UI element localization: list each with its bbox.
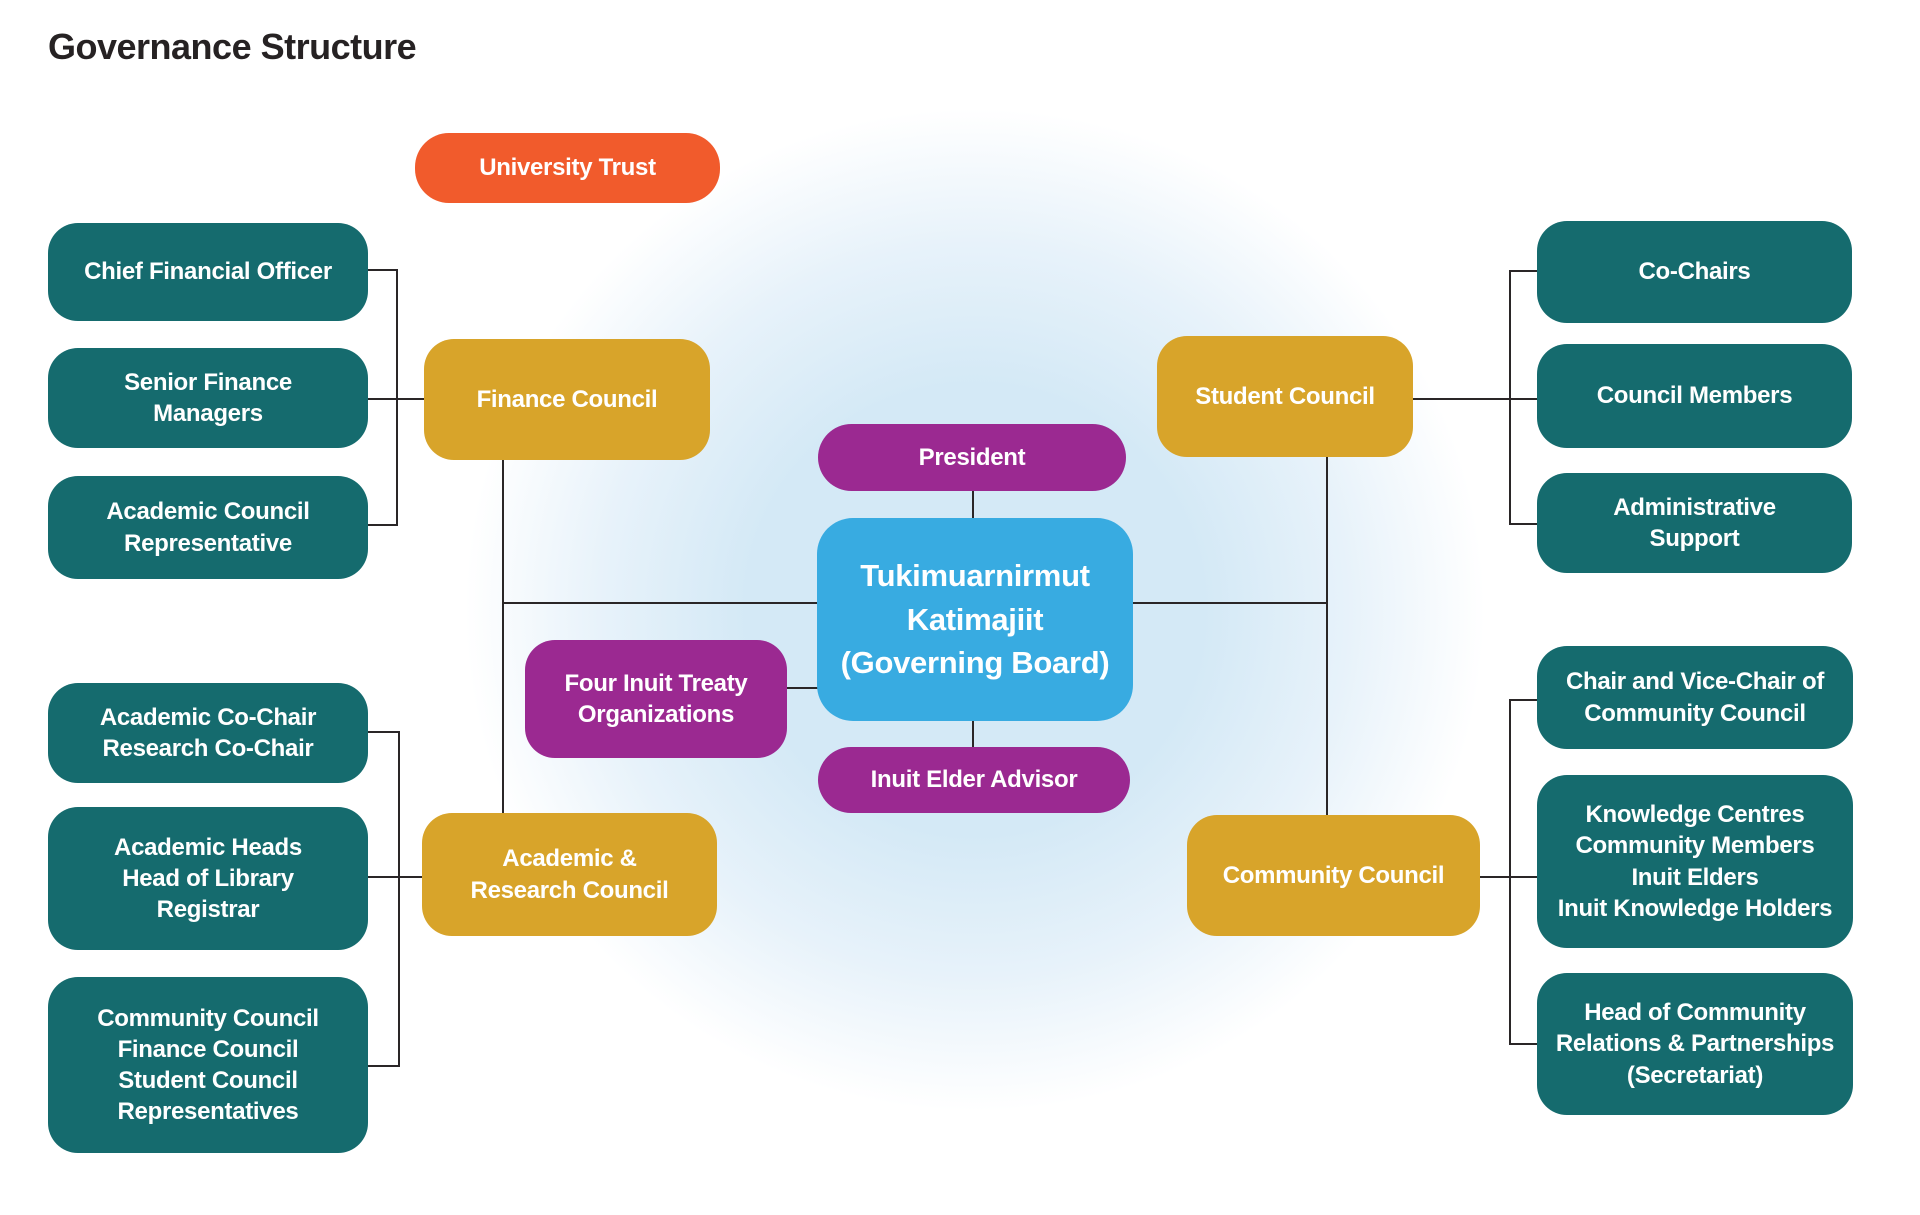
connector-treaty-to-board — [786, 687, 818, 689]
connector-head-community-stub — [1509, 1043, 1537, 1045]
node-finance-council: Finance Council — [424, 339, 710, 460]
connector-student-council-to-members — [1413, 398, 1537, 400]
node-academic-research-cochairs: Academic Co-Chair Research Co-Chair — [48, 683, 368, 783]
node-inuit-elder-advisor: Inuit Elder Advisor — [818, 747, 1130, 813]
node-label: Finance Council — [476, 385, 658, 413]
connector-finance-to-academic-vertical — [502, 459, 504, 814]
connector-academic-cochair-stub — [368, 731, 400, 733]
node-governing-board: Tukimuarnirmut Katimajiit (Governing Boa… — [817, 518, 1133, 721]
connector-board-to-elder-advisor — [972, 720, 974, 748]
connector-left-bottom-vertical — [398, 732, 400, 1067]
node-label: Academic Council Representative — [106, 498, 310, 557]
connector-board-to-right — [1132, 602, 1328, 604]
node-label: Four Inuit Treaty Organizations — [564, 669, 748, 728]
node-label: Student Council — [1195, 382, 1375, 410]
connector-president-to-board — [972, 490, 974, 519]
node-label: Tukimuarnirmut Katimajiit (Governing Boa… — [840, 558, 1110, 681]
node-label: Chair and Vice-Chair of Community Counci… — [1565, 668, 1825, 727]
node-knowledge-centres-members: Knowledge Centres Community Members Inui… — [1537, 775, 1853, 948]
connector-right-top-vertical — [1509, 270, 1511, 525]
node-university-trust: University Trust — [415, 133, 720, 203]
connector-senior-finance-to-finance-council — [368, 398, 425, 400]
node-label: Academic Heads Head of Library Registrar — [114, 833, 302, 924]
connector-academic-rep-stub — [368, 524, 398, 526]
node-administrative-support: Administrative Support — [1537, 473, 1852, 573]
connector-council-reps-stub — [368, 1065, 400, 1067]
node-four-inuit-treaty-organizations: Four Inuit Treaty Organizations — [525, 640, 787, 758]
node-label: Knowledge Centres Community Members Inui… — [1557, 801, 1833, 922]
node-chief-financial-officer: Chief Financial Officer — [48, 223, 368, 321]
node-label: Academic & Research Council — [470, 845, 669, 904]
connector-cfo-stub — [368, 269, 398, 271]
node-chair-vice-chair-community-council: Chair and Vice-Chair of Community Counci… — [1537, 646, 1853, 749]
node-council-members: Council Members — [1537, 344, 1852, 448]
node-academic-heads: Academic Heads Head of Library Registrar — [48, 807, 368, 950]
node-co-chairs: Co-Chairs — [1537, 221, 1852, 323]
node-label: Chief Financial Officer — [84, 258, 332, 286]
node-label: Senior Finance Managers — [124, 368, 292, 427]
node-label: Community Council Finance Council Studen… — [97, 1004, 319, 1126]
node-label: Academic Co-Chair Research Co-Chair — [99, 703, 317, 762]
node-label: Co-Chairs — [1638, 258, 1751, 286]
node-community-council: Community Council — [1187, 815, 1480, 936]
node-label: Administrative Support — [1613, 493, 1776, 552]
connector-left-to-governing-board — [502, 602, 819, 604]
node-label: Council Members — [1596, 382, 1793, 410]
connector-chair-vicechair-stub — [1509, 699, 1537, 701]
node-president: President — [818, 424, 1126, 491]
node-student-council: Student Council — [1157, 336, 1413, 457]
node-label: University Trust — [479, 154, 656, 182]
node-academic-council-representative: Academic Council Representative — [48, 476, 368, 579]
connector-student-to-community-vertical — [1326, 456, 1328, 816]
page-title: Governance Structure — [48, 26, 417, 67]
node-council-representatives: Community Council Finance Council Studen… — [48, 977, 368, 1153]
node-label: President — [918, 443, 1026, 471]
node-label: Head of Community Relations & Partnershi… — [1555, 999, 1835, 1089]
connector-admin-support-stub — [1509, 523, 1537, 525]
connector-academic-heads-to-council — [368, 876, 424, 878]
connector-right-bottom-vertical — [1509, 700, 1511, 1044]
connector-community-council-to-knowledge — [1480, 876, 1537, 878]
node-academic-research-council: Academic & Research Council — [422, 813, 717, 936]
connector-cochairs-stub — [1509, 270, 1537, 272]
node-label: Inuit Elder Advisor — [870, 766, 1078, 794]
node-senior-finance-managers: Senior Finance Managers — [48, 348, 368, 448]
node-label: Community Council — [1222, 861, 1445, 889]
node-head-community-relations: Head of Community Relations & Partnershi… — [1537, 973, 1853, 1115]
